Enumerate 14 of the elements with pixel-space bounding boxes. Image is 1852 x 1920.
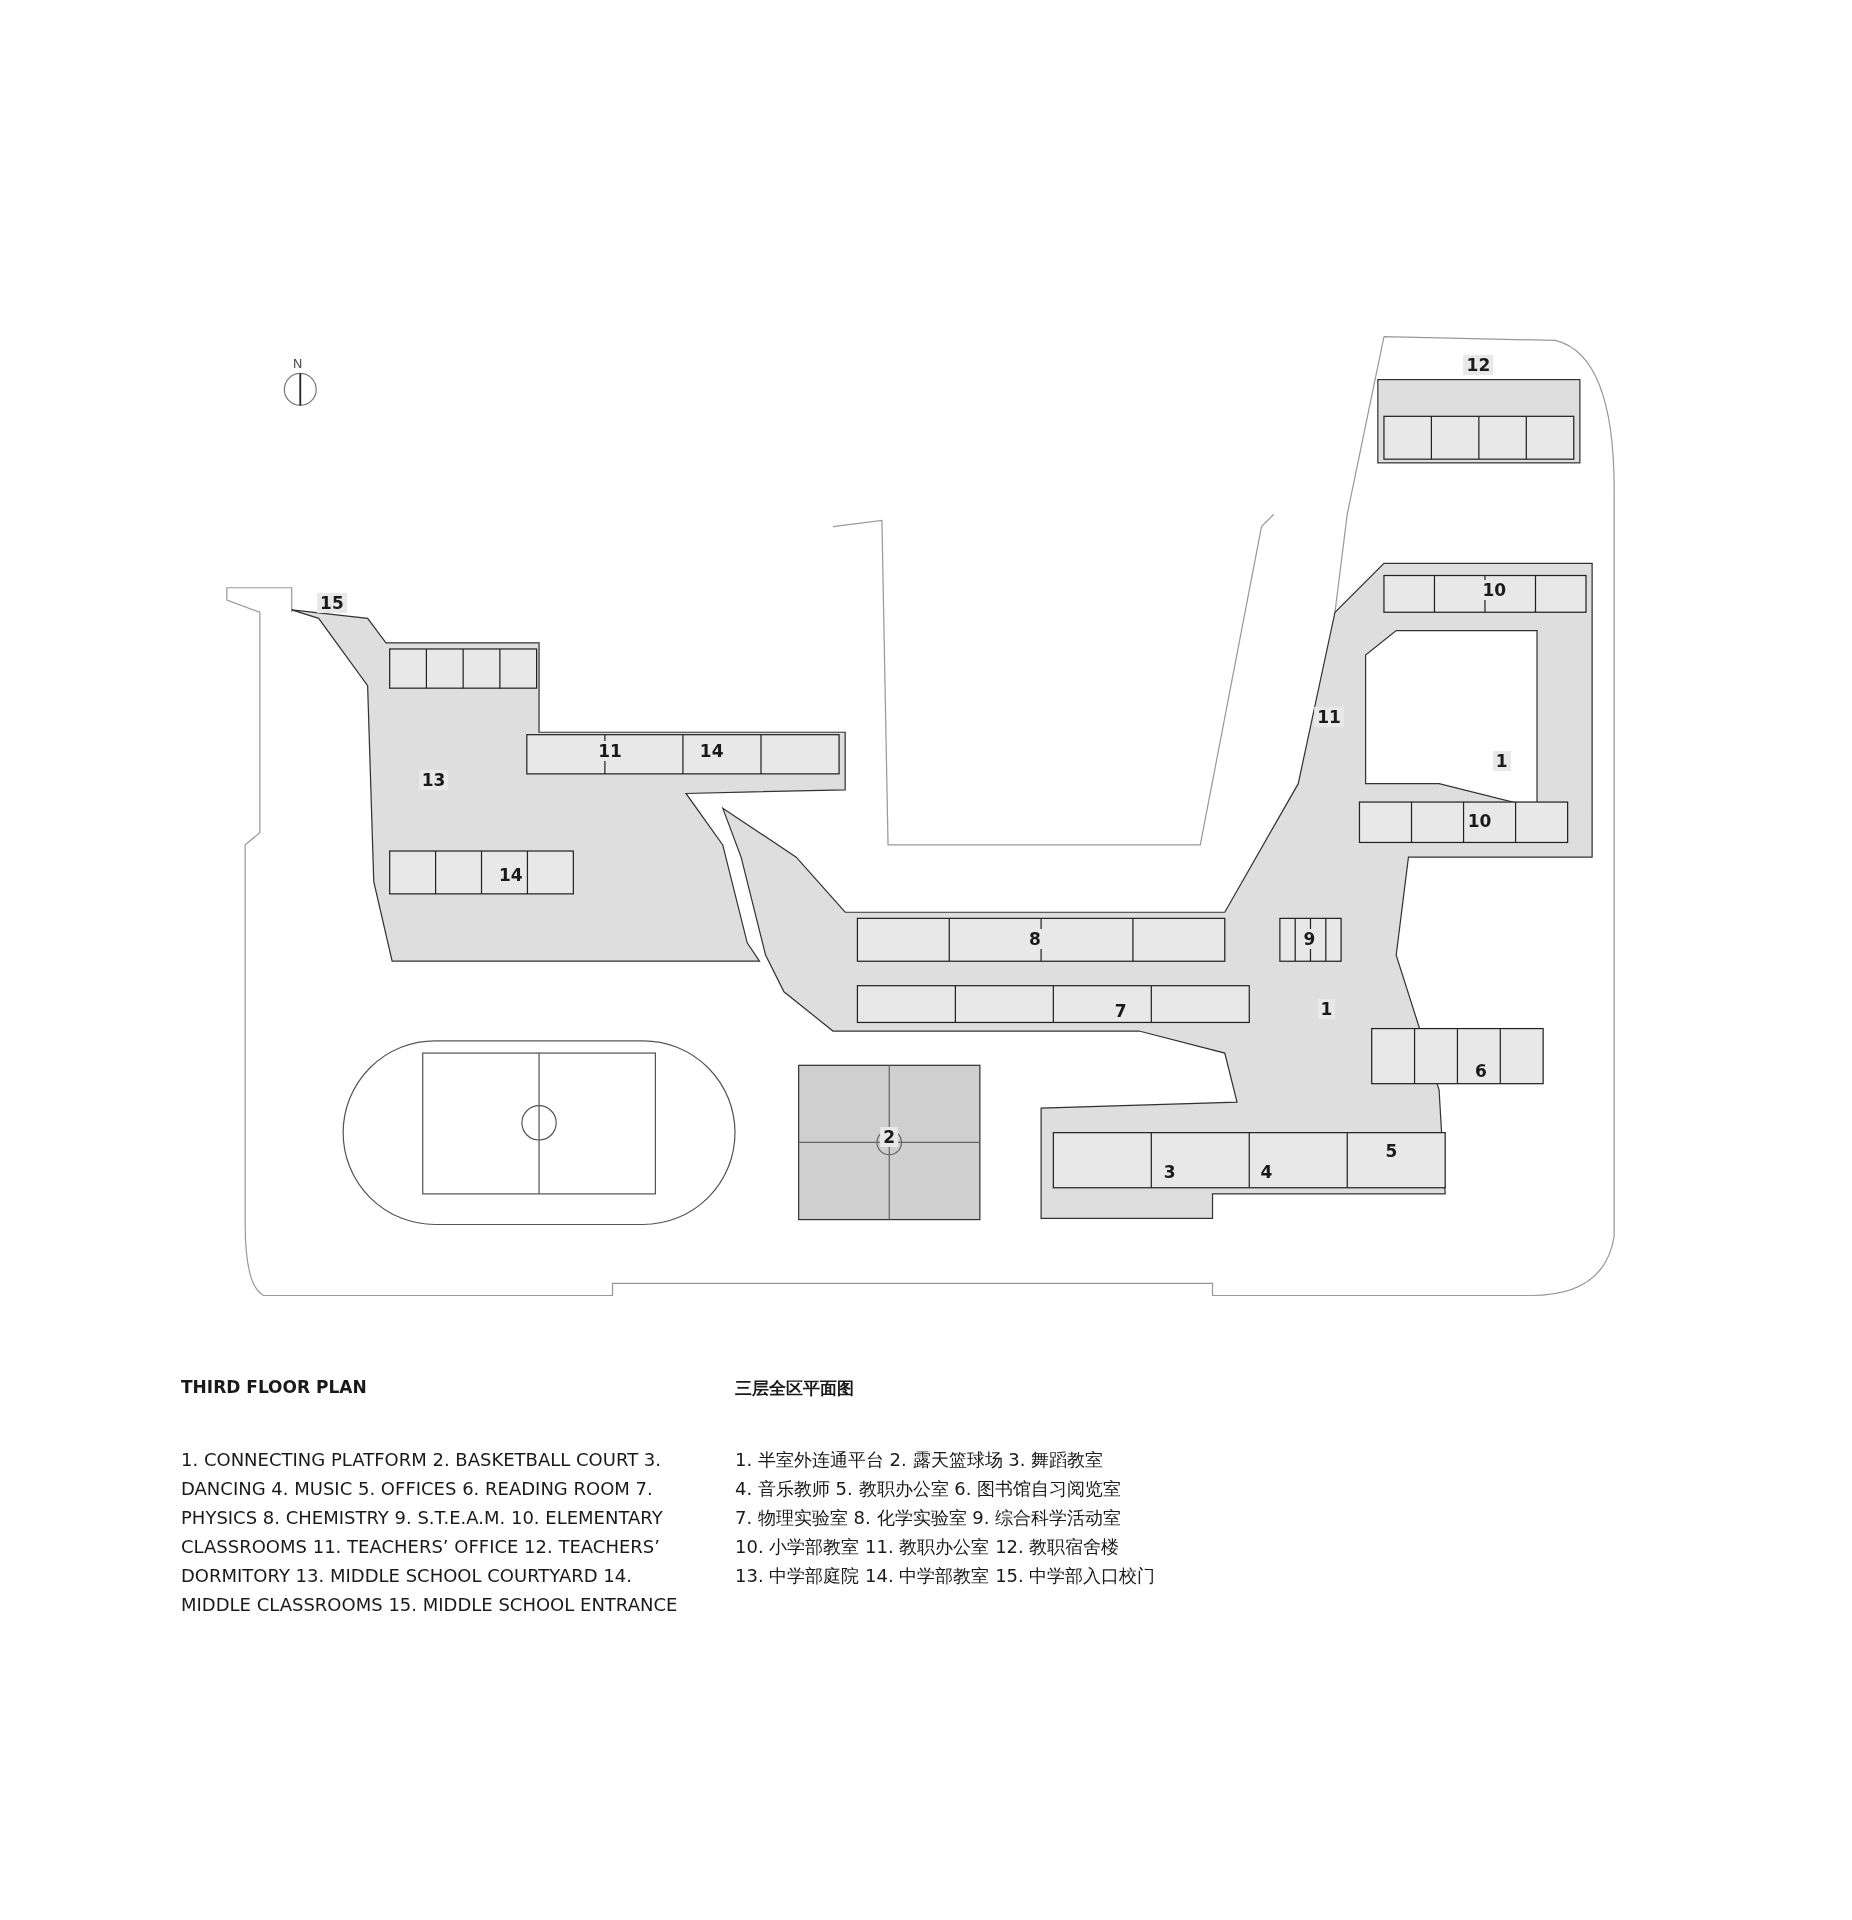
room-number: 13	[418, 770, 449, 791]
plan-title: THIRD FLOOR PLAN	[181, 1377, 367, 1397]
legend-text: 1. CONNECTING PLATFORM 2. BASKETBALL COURT 3. DANCING 4. MUSIC 5. OFFICES 6. READING ROOM 7. PHYSICS 8. CHEMISTRY 9. S.T.E.A.M. 10. ELEMENTARY CLASSROOMS 11. TEACHERS’ OFFICE 12. TEACHERS’ DORMITORY 13. MIDDLE SCHOOL COURTYARD 14. MIDDLE CLASSROOMS 15. MIDDLE SCHOOL ENTRANCE	[181, 1448, 679, 1617]
legend-line: 4. 音乐教师 5. 教职办公室 6. 图书馆自习阅览室	[735, 1477, 1122, 1501]
north-label: N	[292, 355, 303, 371]
legend-line: 13. 中学部庭院 14. 中学部教室 15. 中学部入口校门	[735, 1564, 1156, 1588]
legend-line: 7. 物理实验室 8. 化学实验室 9. 综合科学活动室	[735, 1506, 1122, 1530]
room-number: 12	[1463, 355, 1494, 375]
room-number: 2	[880, 1126, 899, 1147]
room-number: 15	[317, 592, 347, 613]
legend-line: 10. 小学部教室 11. 教职办公室 12. 教职宿舍楼	[735, 1535, 1120, 1559]
room-number: 11	[1314, 706, 1344, 727]
legend-line: 1. 半室外连通平台 2. 露天篮球场 3. 舞蹈教室	[735, 1448, 1104, 1472]
plan-heading: 三层全区平面图	[735, 1377, 854, 1400]
